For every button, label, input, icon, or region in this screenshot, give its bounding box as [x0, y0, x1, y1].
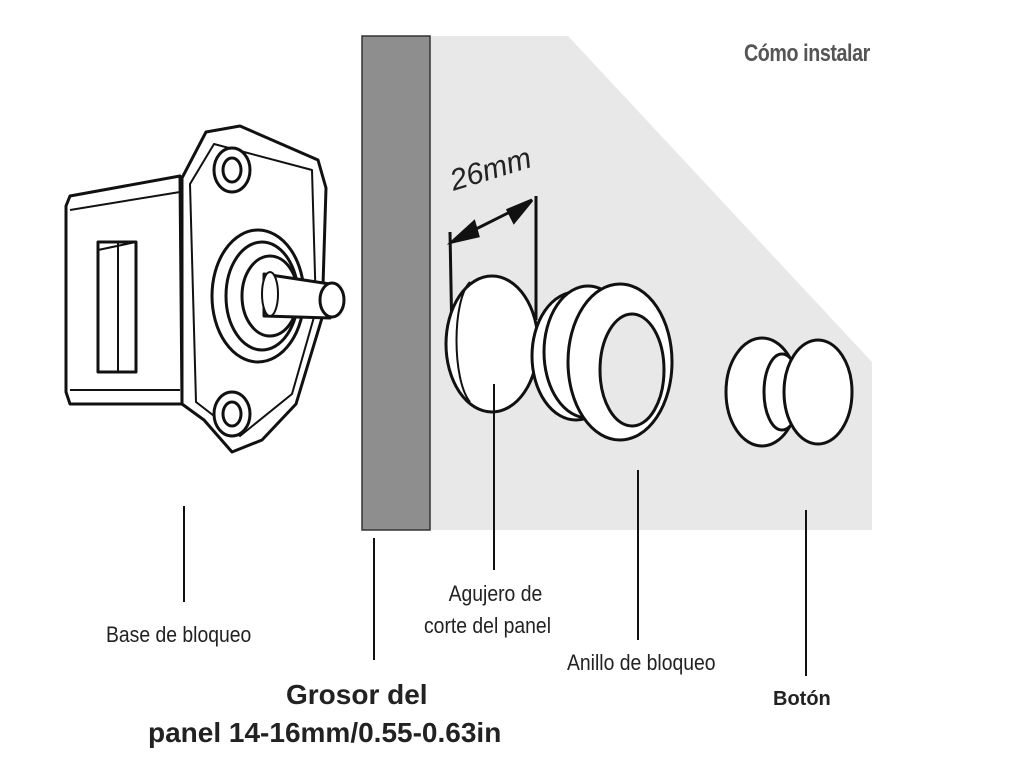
page-title: Cómo instalar — [744, 40, 870, 67]
button-label: Botón — [773, 688, 831, 710]
panel-thickness-line2: panel 14-16mm/0.55-0.63in — [148, 717, 502, 748]
lock-ring-label: Anillo de bloqueo — [567, 650, 716, 675]
cut-hole-label: Agujero de corte del panel — [424, 578, 551, 642]
panel-thickness-line1: Grosor del — [286, 679, 428, 710]
lock-base-label: Base de bloqueo — [106, 622, 252, 647]
leader-lines — [183, 384, 807, 676]
panel-thickness-label: Grosor del panel 14-16mm/0.55-0.63in — [148, 676, 501, 752]
lock-base-drawing — [64, 124, 346, 454]
cut-hole-label-line1: Agujero de — [448, 581, 543, 606]
button-drawing — [724, 336, 854, 448]
lock-ring-drawing — [530, 282, 674, 442]
dimension-marker — [446, 196, 538, 341]
cut-hole-drawing — [444, 274, 540, 414]
cut-hole-label-line2: corte del panel — [424, 613, 552, 638]
panel-edge — [361, 35, 431, 531]
